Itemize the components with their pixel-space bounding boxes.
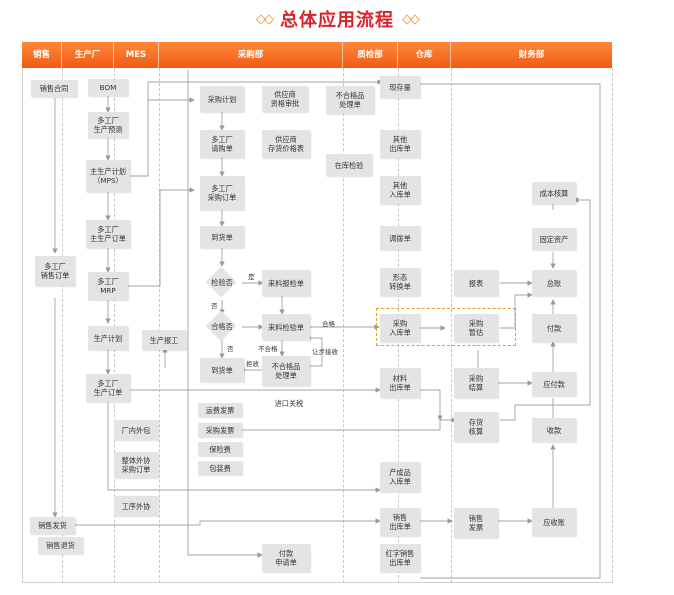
decision-label: 检验否 xyxy=(211,278,233,287)
node-instock-inspect[interactable]: 在库检验 xyxy=(326,154,372,176)
node-arrival-2[interactable]: 到货单 xyxy=(200,358,244,382)
node-multi-po[interactable]: 多工厂 采购订单 xyxy=(200,176,244,210)
node-supplier-qualification[interactable]: 供应商 资格审批 xyxy=(262,86,308,112)
lane-divider xyxy=(114,68,115,583)
swimlane-header: 销售 生产厂 MES 采购部 质检部 仓库 财务部 xyxy=(22,42,612,68)
node-purchase-estimate[interactable]: 采购 暂估 xyxy=(454,314,498,342)
node-sales-invoice[interactable]: 销售 发票 xyxy=(454,508,498,538)
title-text: 总体应用流程 xyxy=(280,10,394,31)
node-packaging[interactable]: 包装费 xyxy=(198,461,242,475)
edge-label-reject: 拒收 xyxy=(246,360,259,368)
lane-qc: 质检部 xyxy=(343,42,398,68)
lane-divider xyxy=(62,68,63,583)
node-multi-forecast[interactable]: 多工厂 生产预测 xyxy=(88,112,128,138)
decision-pass[interactable]: 合格否 xyxy=(202,310,242,342)
edge-label-yes: 是 xyxy=(248,273,255,281)
edge-label-concession: 让步接收 xyxy=(312,348,338,356)
node-whole-outsource-po[interactable]: 整体外协 采购订单 xyxy=(114,452,158,478)
node-purchase-invoice[interactable]: 采购发票 xyxy=(198,423,242,437)
node-material-out[interactable]: 材料 出库单 xyxy=(380,368,420,398)
node-insurance[interactable]: 保险费 xyxy=(198,442,242,456)
node-onhand[interactable]: 现存量 xyxy=(380,76,420,98)
node-inplant-outsource[interactable]: 厂内外包 xyxy=(114,420,158,440)
node-other-in[interactable]: 其他 入库单 xyxy=(380,176,420,204)
diamond-deco-icon: ◇◇ xyxy=(402,11,420,27)
node-purchase-settle[interactable]: 采购 结算 xyxy=(454,368,498,398)
highlight-frame xyxy=(376,308,516,346)
node-cost-accounting[interactable]: 成本核算 xyxy=(532,182,576,204)
node-inventory-accounting[interactable]: 存货 核算 xyxy=(454,412,498,442)
node-nonconform-items[interactable]: 不合格品 处理单 xyxy=(326,86,374,114)
node-sales-shipment[interactable]: 销售发货 xyxy=(30,517,75,534)
node-multi-mrp[interactable]: 多工厂 MRP xyxy=(88,272,128,300)
lane-factory: 生产厂 xyxy=(62,42,114,68)
lane-warehouse: 仓库 xyxy=(398,42,451,68)
diamond-deco-icon: ◇◇ xyxy=(256,11,274,27)
node-supplier-price[interactable]: 供应商 存货价格表 xyxy=(262,130,310,158)
lane-mes: MES xyxy=(114,42,159,68)
node-payable[interactable]: 应付款 xyxy=(532,372,576,396)
node-multi-mps-order[interactable]: 多工厂 主生产订单 xyxy=(86,220,130,248)
node-bom[interactable]: BOM xyxy=(88,79,128,96)
lane-divider xyxy=(451,68,452,583)
node-other-out[interactable]: 其他 出库单 xyxy=(380,130,420,158)
node-receipt[interactable]: 收款 xyxy=(532,418,576,442)
node-receivable[interactable]: 应收账 xyxy=(532,508,576,536)
edge-label-pass: 合格 xyxy=(322,320,335,328)
lane-sales: 销售 xyxy=(22,42,62,68)
node-incoming-inspect[interactable]: 来料检验单 xyxy=(262,314,310,340)
node-purchase-plan[interactable]: 采购计划 xyxy=(200,86,244,112)
node-incoming-report[interactable]: 来料报检单 xyxy=(262,270,310,296)
node-prod-plan[interactable]: 生产计划 xyxy=(88,326,128,350)
node-process-outsource[interactable]: 工序外协 xyxy=(114,496,158,516)
decision-label: 合格否 xyxy=(211,322,233,331)
swimlane-grid xyxy=(22,68,612,583)
node-multi-sales-order[interactable]: 多工厂 销售订单 xyxy=(35,256,75,286)
node-multi-prod-order[interactable]: 多工厂 生产订单 xyxy=(86,374,130,402)
node-prod-report[interactable]: 生产报工 xyxy=(142,330,186,350)
node-sales-out[interactable]: 销售 出库单 xyxy=(380,508,420,536)
node-red-sales-out[interactable]: 红字销售 出库单 xyxy=(380,544,420,572)
node-payment-request[interactable]: 付款 申请单 xyxy=(262,544,310,572)
node-general-ledger[interactable]: 总账 xyxy=(532,270,576,296)
lane-divider xyxy=(612,68,613,583)
node-transfer[interactable]: 调拨单 xyxy=(380,226,420,250)
node-arrival[interactable]: 到货单 xyxy=(200,226,244,248)
node-product-in[interactable]: 产成品 入库单 xyxy=(380,462,420,492)
node-multi-requisition[interactable]: 多工厂 请购单 xyxy=(200,130,244,158)
edge-label-no: 否 xyxy=(211,302,218,310)
node-nonconform-proc[interactable]: 不合格品 处理单 xyxy=(262,356,310,386)
edge-label-no: 否 xyxy=(227,345,234,353)
lane-finance: 财务部 xyxy=(518,50,545,60)
node-sales-return[interactable]: 销售退货 xyxy=(38,537,83,554)
node-sales-contract[interactable]: 销售合同 xyxy=(31,80,77,97)
node-purchase-in[interactable]: 采购 入库单 xyxy=(380,314,420,342)
node-payment[interactable]: 付款 xyxy=(532,314,576,342)
node-fixed-assets[interactable]: 固定资产 xyxy=(532,228,576,250)
lane-purchasing: 采购部 xyxy=(159,42,343,68)
decision-inspect[interactable]: 检验否 xyxy=(202,266,242,298)
edge-label-fail: 不合格 xyxy=(258,345,278,353)
lane-divider xyxy=(343,68,344,583)
node-freight-invoice[interactable]: 运费发票 xyxy=(198,403,242,417)
node-import-customs[interactable]: 进口关税 xyxy=(274,398,304,408)
lane-divider xyxy=(159,68,160,583)
node-form-convert[interactable]: 形态 转换单 xyxy=(380,268,420,296)
node-report[interactable]: 报表 xyxy=(454,270,498,296)
page-title: ◇◇ 总体应用流程 ◇◇ xyxy=(0,4,674,34)
node-mps[interactable]: 主生产计划 （MPS） xyxy=(86,160,130,192)
